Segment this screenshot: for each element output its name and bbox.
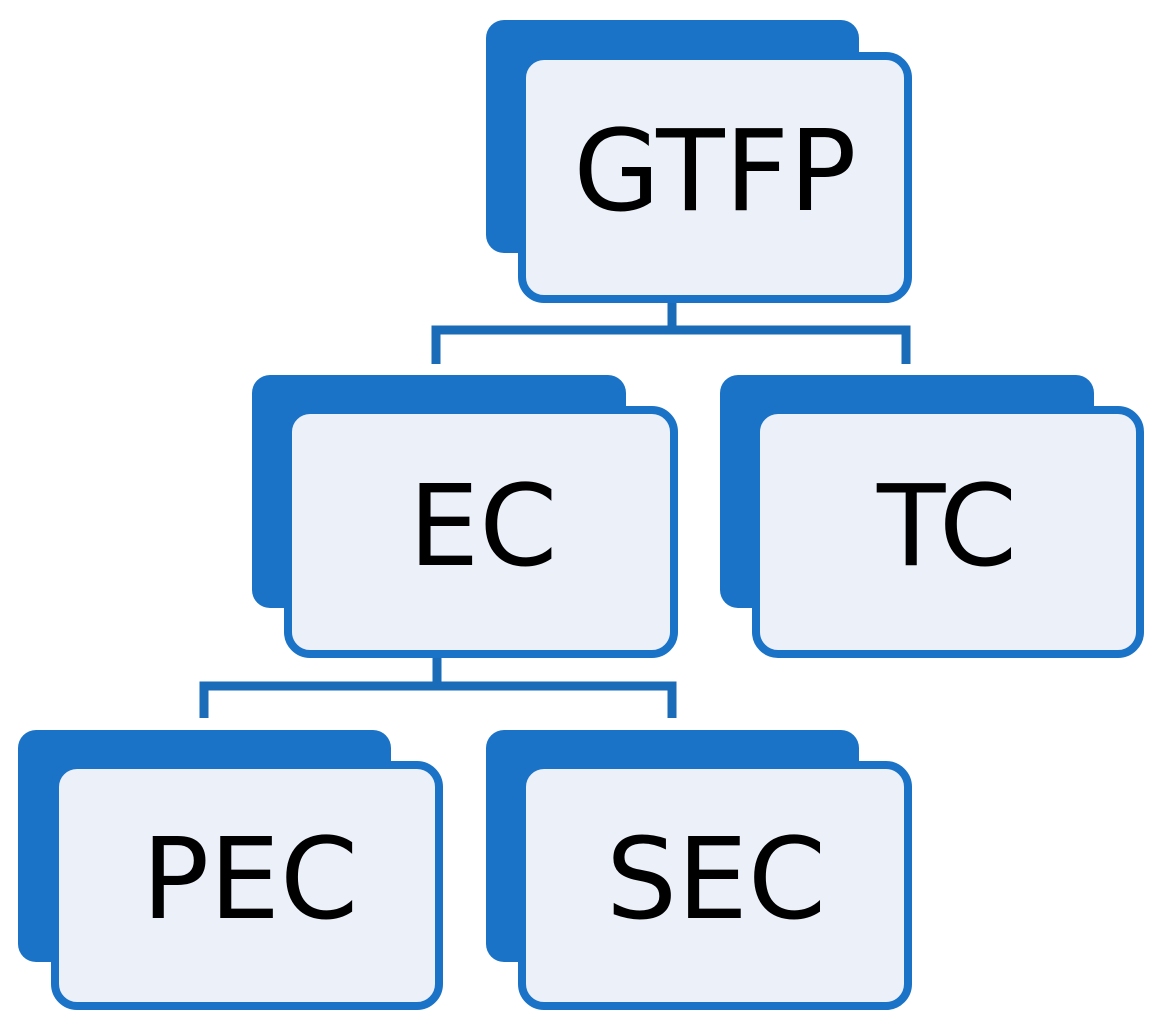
- node-tc-box: [752, 406, 1144, 658]
- node-pec-box: [51, 761, 443, 1010]
- node-ec: EC: [252, 375, 678, 658]
- node-gtfp-label: GTFP: [573, 107, 856, 237]
- node-gtfp-box: [518, 52, 912, 303]
- node-sec-label: SEC: [606, 815, 826, 945]
- connector-ec-to-children: [199, 656, 677, 718]
- node-pec: PEC: [18, 730, 443, 1010]
- node-tc: TC: [720, 375, 1144, 658]
- node-sec: SEC: [486, 730, 912, 1010]
- connectors: [199, 300, 911, 718]
- node-gtfp: GTFP: [486, 20, 912, 303]
- connector-root-to-children: [431, 300, 911, 364]
- node-sec-box: [518, 761, 912, 1010]
- node-pec-label: PEC: [142, 815, 359, 945]
- node-tc-label: TC: [876, 462, 1017, 592]
- node-ec-box: [284, 406, 678, 658]
- node-ec-label: EC: [409, 462, 558, 592]
